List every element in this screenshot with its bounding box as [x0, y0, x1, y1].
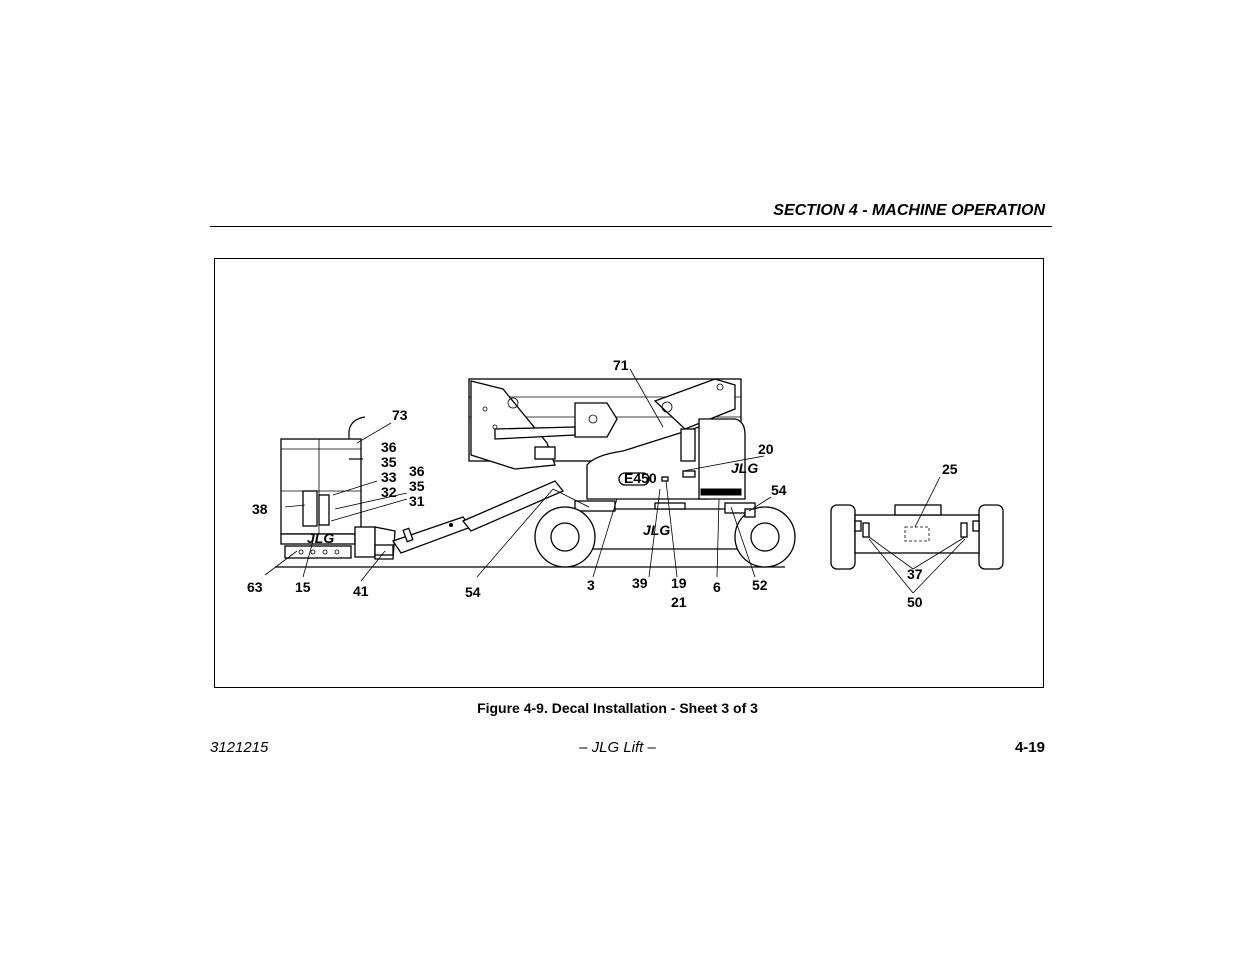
callout-39: 39	[632, 575, 648, 591]
chassis-jlg-logo: JLG	[643, 522, 670, 538]
callout-33: 33	[381, 469, 397, 485]
callout-41: 41	[353, 583, 369, 599]
header-rule	[210, 226, 1052, 227]
callout-25: 25	[942, 461, 958, 477]
callout-3: 3	[587, 577, 595, 593]
turntable: E450 JLG	[586, 418, 758, 500]
callout-71: 71	[613, 357, 629, 373]
callout-6: 6	[713, 579, 721, 595]
leader-lines	[264, 368, 966, 594]
callout-21: 21	[671, 594, 687, 610]
document-number: 3121215	[210, 739, 269, 756]
callout-37: 37	[907, 566, 923, 582]
rear-view	[830, 504, 1004, 570]
footer-center-text: – JLG Lift –	[579, 739, 656, 756]
callout-19: 19	[671, 575, 687, 591]
callout-15: 15	[295, 579, 311, 595]
callout-54a: 54	[771, 482, 787, 498]
callout-20: 20	[758, 441, 774, 457]
callout-50: 50	[907, 594, 923, 610]
page-number: 4-19	[1014, 739, 1045, 756]
callout-54b: 54	[465, 584, 481, 600]
callout-38: 38	[252, 501, 268, 517]
decal-installation-drawing: JLG	[247, 357, 1004, 610]
callout-36b: 36	[409, 463, 425, 479]
callout-35b: 35	[409, 478, 425, 494]
chassis: JLG	[534, 500, 796, 568]
callout-73: 73	[392, 407, 408, 423]
callout-63: 63	[247, 579, 263, 595]
platform-basket: JLG	[280, 416, 366, 559]
badge-decal: E450	[624, 470, 657, 486]
figure-caption: Figure 4-9. Decal Installation - Sheet 3…	[477, 700, 758, 716]
callout-35a: 35	[381, 454, 397, 470]
callout-32: 32	[381, 484, 397, 500]
figure-frame: JLG	[214, 258, 1044, 688]
callout-36a: 36	[381, 439, 397, 455]
callout-52: 52	[752, 577, 768, 593]
section-title: SECTION 4 - MACHINE OPERATION	[773, 202, 1045, 219]
jib-boom	[391, 480, 565, 554]
platform-rotator	[354, 526, 396, 560]
turntable-jlg-logo: JLG	[731, 460, 758, 476]
platform-jlg-logo: JLG	[307, 530, 334, 546]
callout-31: 31	[409, 493, 425, 509]
